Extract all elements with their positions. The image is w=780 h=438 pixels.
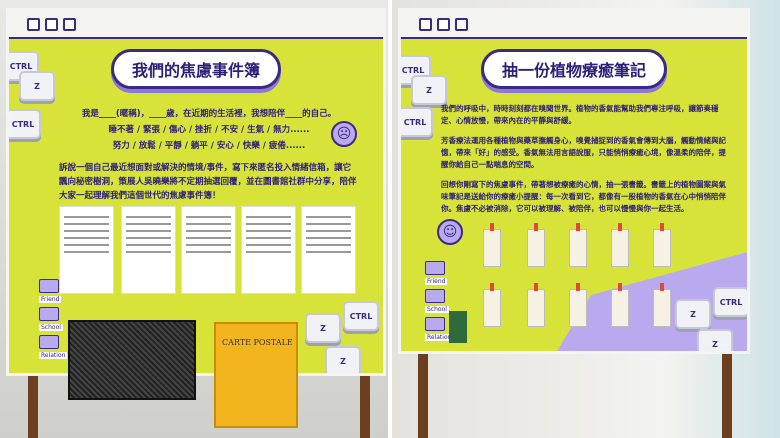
clip-icon (490, 283, 494, 291)
folder-label: Relation (39, 352, 68, 359)
keycap: CTRL (401, 107, 433, 137)
folder-icon (39, 335, 59, 349)
wire-mesh-tray (68, 320, 196, 400)
bookmark-tag[interactable] (611, 229, 629, 267)
clip-icon (534, 283, 538, 291)
board-title: 我們的焦慮事件簿 (110, 49, 282, 89)
paragraph: 回想你剛寫下的焦慮事件，帶著想被療癒的心情，抽一張書籤。書籤上的植物圖案與氣味筆… (441, 180, 726, 213)
feeling-list: 努力 / 放鬆 / 平靜 / 躺平 / 安心 / 快樂 / 疲倦...... (112, 141, 306, 151)
minimize-icon (27, 18, 40, 31)
maximize-icon (45, 18, 58, 31)
clip-icon (490, 223, 494, 231)
keycap: Z (325, 346, 361, 373)
close-icon (63, 18, 76, 31)
folder-icon (425, 261, 445, 275)
paragraph: 我們的呼吸中，時時刻刻都在嗅聞世界。植物的香氣能幫助我們專注呼吸，讓節奏穩定、心… (441, 104, 719, 125)
anxiety-board: 我們的焦慮事件簿 CTRL Z CTRL 我是____(暱稱)，____歲，在近… (6, 8, 386, 376)
clip-icon (660, 283, 664, 291)
bookmark-tag[interactable] (483, 229, 501, 267)
keycap: CTRL (343, 301, 379, 331)
folder-icon (39, 279, 59, 293)
folder-label: School (425, 306, 449, 313)
keycap: Z (697, 329, 733, 351)
instructions: 訴說一個自己最近想面對或解決的情境/事件，寫下來匿名投入情緒信箱，讓它飄向秘密樹… (59, 163, 357, 201)
smile-face-icon: ☺ (437, 219, 463, 245)
photo-divider (388, 0, 392, 438)
bookmark-tag[interactable] (527, 289, 545, 327)
clip-icon (534, 223, 538, 231)
sample-note (121, 206, 176, 294)
window-bar (401, 11, 747, 39)
window-bar (9, 11, 383, 39)
minimize-icon (419, 18, 432, 31)
plant-card-holder (449, 311, 467, 343)
sample-note (241, 206, 296, 294)
clip-icon (576, 283, 580, 291)
bookmark-tag[interactable] (569, 229, 587, 267)
sad-face-icon: ☹ (331, 121, 357, 147)
mailbox-label: CARTE POSTALE (222, 338, 293, 347)
maximize-icon (437, 18, 450, 31)
bookmark-tag[interactable] (569, 289, 587, 327)
clip-icon (576, 223, 580, 231)
bookmark-tag[interactable] (653, 289, 671, 327)
board-leg (360, 370, 370, 438)
clip-icon (618, 283, 622, 291)
folder-icon (425, 289, 445, 303)
keycap: Z (675, 299, 711, 329)
board-title: 抽一份植物療癒筆記 (480, 49, 668, 89)
sample-note (181, 206, 236, 294)
bookmark-tag[interactable] (653, 229, 671, 267)
sample-note (301, 206, 356, 294)
plant-healing-board: 抽一份植物療癒筆記 CTRL Z CTRL 我們的呼吸中，時時刻刻都在嗅聞世界。… (398, 8, 750, 354)
mailbox[interactable]: CARTE POSTALE (214, 322, 298, 428)
keycap: CTRL (9, 109, 41, 139)
board-leg (28, 370, 38, 438)
folder-icon (39, 307, 59, 321)
folder-label: Friend (39, 296, 62, 303)
keycap: Z (411, 75, 447, 105)
board-leg (722, 352, 732, 438)
bookmark-tag[interactable] (483, 289, 501, 327)
prompt-line: 我是____(暱稱)，____歲，在近期的生活裡，我想陪伴____的自己。 (81, 109, 337, 119)
folder-icon (425, 317, 445, 331)
sample-note (59, 206, 114, 294)
folder-label: Relation (425, 334, 454, 341)
clip-icon (660, 223, 664, 231)
keycap: Z (19, 71, 55, 101)
folder-label: Friend (425, 278, 448, 285)
keycap: CTRL (713, 287, 747, 317)
bookmark-tag[interactable] (611, 289, 629, 327)
keycap: Z (305, 313, 341, 343)
bookmark-tag[interactable] (527, 229, 545, 267)
clip-icon (618, 223, 622, 231)
feeling-list: 睡不著 / 緊張 / 傷心 / 挫折 / 不安 / 生氣 / 無力...... (108, 125, 310, 135)
board-leg (418, 352, 428, 438)
paragraph: 芳香療法運用各種植物與藥草撫觸身心，嗅覺捕捉到的香氣會傳到大腦，觸動情緒與記憶，… (441, 136, 726, 169)
close-icon (455, 18, 468, 31)
folder-label: School (39, 324, 63, 331)
